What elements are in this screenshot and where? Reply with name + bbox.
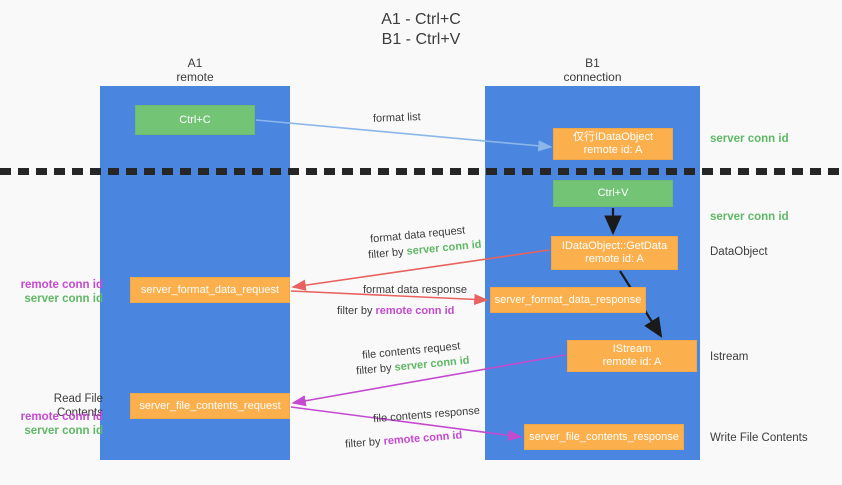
node-getdata-label: IDataObject::GetData (561, 240, 668, 252)
label-remote-conn-id-1: remote conn id (20, 279, 103, 291)
node-getdata[interactable]: IDataObject::GetData remote id: A (551, 236, 678, 270)
label-dataobject: DataObject (710, 246, 768, 258)
node-istream-sub: remote id: A (602, 356, 662, 368)
label-istream: Istream (710, 351, 749, 363)
node-server-file-contents-request-label: server_file_contents_request (139, 399, 281, 412)
label-conn-ids-filecontents: remote conn id server conn id (8, 410, 103, 438)
column-header-a1-name: A1 (187, 56, 203, 70)
filter-prefix-2: filter by (337, 305, 376, 317)
label-read-file-contents: Read File Contents (53, 393, 103, 419)
arrow-label-format-list: format list (372, 111, 421, 125)
column-header-a1-sub: remote (176, 70, 214, 84)
filter-prefix-4: filter by (344, 435, 385, 451)
label-server-conn-id-top: server conn id (710, 133, 789, 145)
node-server-file-contents-response-label: server_file_contents_response (529, 430, 679, 443)
page-title: A1 - Ctrl+C B1 - Ctrl+V (381, 11, 461, 48)
node-istream[interactable]: IStream remote id: A (567, 340, 697, 372)
filter-value-2: remote conn id (375, 305, 455, 317)
node-server-format-data-response[interactable]: server_format_data_response (490, 287, 646, 313)
label-remote-conn-id-2: remote conn id (20, 411, 103, 423)
label-write-file-contents: Write File Contents (710, 432, 808, 444)
label-conn-ids-format: remote conn id server conn id (8, 278, 103, 306)
column-header-b1-name: B1 (585, 56, 600, 70)
dashed-divider (0, 168, 842, 175)
node-istream-label: IStream (612, 343, 652, 355)
node-server-format-data-request[interactable]: server_format_data_request (130, 277, 290, 303)
label-server-conn-id-left-2: server conn id (24, 425, 103, 437)
node-ctrl-v-label: Ctrl+V (597, 187, 629, 199)
filter-value-4: remote conn id (383, 429, 463, 448)
filter-prefix-1: filter by (367, 245, 408, 262)
label-server-conn-id-left-1: server conn id (24, 293, 103, 305)
column-header-b1-sub: connection (563, 70, 622, 84)
node-server-file-contents-request[interactable]: server_file_contents_request (130, 393, 290, 419)
arrow-label-file-contents-response-filter: filter by remote conn id (345, 428, 463, 451)
filter-prefix-3: filter by (355, 361, 396, 378)
node-ctrl-c-label: Ctrl+C (179, 113, 211, 126)
node-server-format-data-request-label: server_format_data_request (140, 283, 280, 296)
node-idataobject-label: 仅行IDataObject (572, 131, 654, 143)
label-server-conn-id-mid: server conn id (710, 211, 789, 223)
arrow-label-format-data-response-filter: filter by remote conn id (337, 304, 454, 318)
arrow-label-format-data-response: format data response (363, 284, 467, 296)
arrow-label-file-contents-response: file contents response (372, 404, 481, 426)
node-server-format-data-response-label: server_format_data_response (494, 293, 642, 306)
node-idataobject[interactable]: 仅行IDataObject remote id: A (553, 128, 673, 160)
node-getdata-sub: remote id: A (585, 253, 644, 265)
node-server-file-contents-response[interactable]: server_file_contents_response (524, 424, 684, 450)
node-ctrl-v[interactable]: Ctrl+V (553, 180, 673, 207)
node-idataobject-sub: remote id: A (583, 144, 643, 156)
node-ctrl-c[interactable]: Ctrl+C (135, 105, 255, 135)
